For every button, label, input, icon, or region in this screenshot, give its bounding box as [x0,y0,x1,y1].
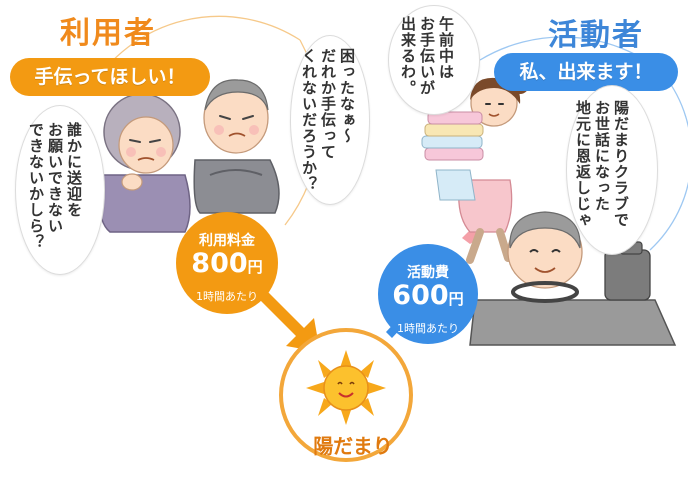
worker-fee-amount: 600 [392,280,449,311]
elderly-man-illustration [193,79,280,214]
user-fee-unit: 1時間あたり [196,290,258,303]
users-speech-text-left: 誰かに送迎を お願いできない できないかしら？ [27,122,83,250]
users-arrow [258,290,320,352]
user-fee-amount: 800 [191,248,248,279]
users-title: 利用者 [60,16,156,51]
center-name: 陽だまり [313,434,393,458]
worker-fee-amount-line: 600円 [378,280,478,311]
users-speech-text-right: 困ったなぁ〜 だれか手伝って くれないだろうか？ [300,48,356,192]
worker-fee-badge: 活動費 600円 1時間あたり [378,244,478,344]
elderly-woman-illustration [98,93,191,233]
user-fee-yen: 円 [247,258,263,276]
workers-arc-right [649,69,688,251]
workers-speech-text-left: 午前中は お手伝いが 出来るわ。 [399,16,455,96]
workers-banner: 私、出来ます！ [494,53,678,91]
worker-fee-yen: 円 [448,290,464,308]
workers-title: 活動者 [548,18,644,53]
sun-icon [306,350,386,425]
worker-fee-unit: 1時間あたり [397,322,459,335]
users-banner: 手伝ってほしい！ [10,58,210,96]
worker-fee-label: 活動費 [407,265,449,281]
users-speech-bubble-left [15,105,105,275]
workers-speech-text-right: 陽だまりクラブで お世話になった 地元に恩返しじゃ [574,100,630,228]
workers-speech-bubble-left [388,5,480,115]
user-fee-amount-line: 800円 [176,248,278,279]
workers-speech-bubble-right [566,85,658,255]
user-fee-badge: 利用料金 800円 1時間あたり [176,212,278,314]
driver-illustration [469,211,677,346]
users-speech-bubble-right [290,35,370,205]
user-fee-label: 利用料金 [199,233,255,249]
